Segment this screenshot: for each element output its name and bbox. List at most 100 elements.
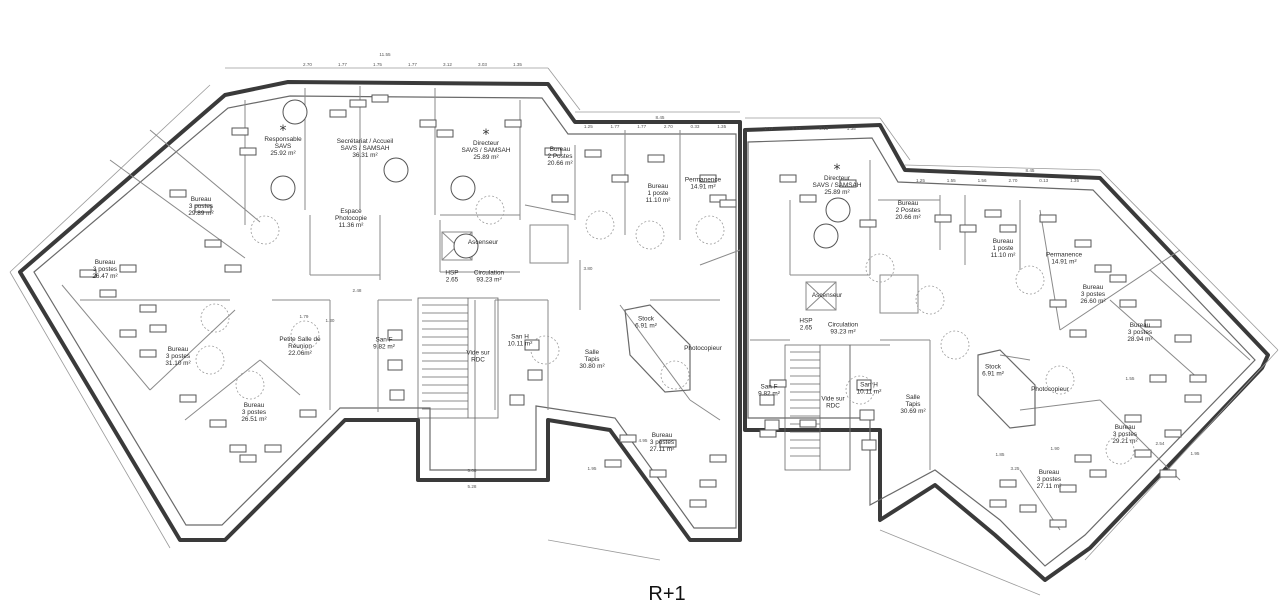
desk	[989, 499, 1007, 508]
dimension-label: 1.77	[408, 62, 417, 67]
dimension-label: 2.48	[353, 288, 362, 293]
room-label: 11.36 m²	[339, 222, 364, 229]
dimension-label: 8.45	[1026, 168, 1035, 173]
desk	[551, 194, 569, 203]
desk	[1189, 374, 1207, 383]
desk	[659, 439, 677, 448]
desk	[139, 304, 157, 313]
room-label: Circulation	[474, 269, 505, 276]
door-swing	[1105, 435, 1135, 465]
room-label: 9.82 m²	[758, 391, 780, 398]
desk	[1159, 469, 1177, 478]
room-label: Photocopie	[335, 215, 367, 222]
room-label: Vide sur	[821, 395, 845, 402]
room-label: 29.89 m²	[188, 210, 213, 217]
left-outer-wall	[18, 80, 742, 542]
room-label: 29.21 m²	[1112, 438, 1137, 445]
desk	[119, 329, 137, 338]
desk	[649, 469, 667, 478]
door-swing	[865, 253, 895, 283]
room-label: 3 postes	[166, 353, 190, 360]
desk	[799, 419, 817, 428]
dimension-label: 0.33	[691, 124, 700, 129]
desk	[139, 349, 157, 358]
desk	[231, 127, 249, 136]
dimension-label: 1.95	[1191, 451, 1200, 456]
sanitary-fixture	[759, 394, 775, 406]
dimension-label: 8.45	[656, 115, 665, 120]
star-icon: *	[483, 127, 490, 143]
room-label: 3 postes	[1081, 291, 1105, 298]
desk	[1124, 414, 1142, 423]
desk	[149, 324, 167, 333]
room-label: 10.11 m²	[508, 341, 533, 348]
room-label: Bureau	[1039, 469, 1060, 476]
desk	[436, 129, 454, 138]
room-label: Circulation	[828, 321, 859, 328]
door-swing	[1045, 365, 1075, 395]
stock-room-wall	[624, 304, 691, 393]
dimension-label: 2.70	[1008, 178, 1017, 183]
room-label: Réunion	[288, 343, 312, 350]
desk	[1089, 469, 1107, 478]
desk	[204, 239, 222, 248]
door-swing	[915, 285, 945, 315]
dimension-label: 1.90	[1051, 446, 1060, 451]
room-label: Directeur	[473, 140, 500, 147]
sanitary-fixture	[509, 394, 525, 406]
round-table	[383, 157, 409, 183]
dimension-label: 1.77	[338, 62, 347, 67]
door-swing	[940, 330, 970, 360]
room-label: 28.94 m²	[1127, 336, 1152, 343]
dimension-label: 3.25	[1011, 466, 1020, 471]
right-outer-wall	[743, 123, 1270, 582]
dimension-label: 1.35	[513, 62, 522, 67]
desk	[1019, 504, 1037, 513]
desk	[329, 109, 347, 118]
door-swing	[635, 220, 665, 250]
door-swing	[1015, 265, 1045, 295]
room-label: 36.31 m²	[352, 152, 377, 159]
elevator-shaft	[805, 281, 837, 311]
dimension-label: 1.12	[792, 126, 801, 131]
room-label: Stock	[638, 315, 655, 322]
desk	[194, 204, 212, 213]
room-label: 30.80 m²	[579, 363, 604, 370]
desk	[371, 94, 389, 103]
partition-wall	[689, 399, 721, 421]
room-label: 26.47 m²	[92, 273, 117, 280]
desk	[229, 444, 247, 453]
desk	[689, 499, 707, 508]
dim-line	[9, 271, 171, 549]
desk	[1184, 394, 1202, 403]
dimension-label: 3.80	[584, 266, 593, 271]
elevator-cross	[805, 281, 837, 311]
room-label: 27.11 m²	[650, 446, 675, 453]
room-label: Espace	[340, 208, 362, 215]
room-label: 14.91 m²	[1051, 259, 1076, 266]
partition-wall	[619, 304, 691, 401]
dim-line	[879, 117, 911, 161]
door-swing	[250, 215, 280, 245]
door-swing	[695, 215, 725, 245]
desk	[99, 289, 117, 298]
sanitary-fixture	[764, 419, 780, 431]
partition-wall	[524, 204, 576, 216]
room-label: 3 postes	[93, 266, 117, 273]
room-label: 1 poste	[993, 245, 1014, 252]
partition-wall	[109, 159, 246, 259]
sanitary-fixture	[524, 339, 540, 351]
room-label: Tapis	[585, 356, 600, 363]
room-label: Bureau	[993, 238, 1014, 245]
partition-wall	[184, 359, 261, 421]
desk	[759, 429, 777, 438]
room-label: 10.11 m²	[857, 389, 882, 396]
room-label: Permanence	[685, 176, 722, 183]
partition-wall	[61, 284, 151, 391]
dimension-label: 11.55	[379, 52, 391, 57]
sanitary-fixture	[387, 359, 403, 371]
dim-line	[1084, 349, 1279, 561]
desk	[179, 394, 197, 403]
star-icon: *	[280, 123, 287, 139]
room-label: SAVS / SAMSAH	[813, 182, 862, 189]
